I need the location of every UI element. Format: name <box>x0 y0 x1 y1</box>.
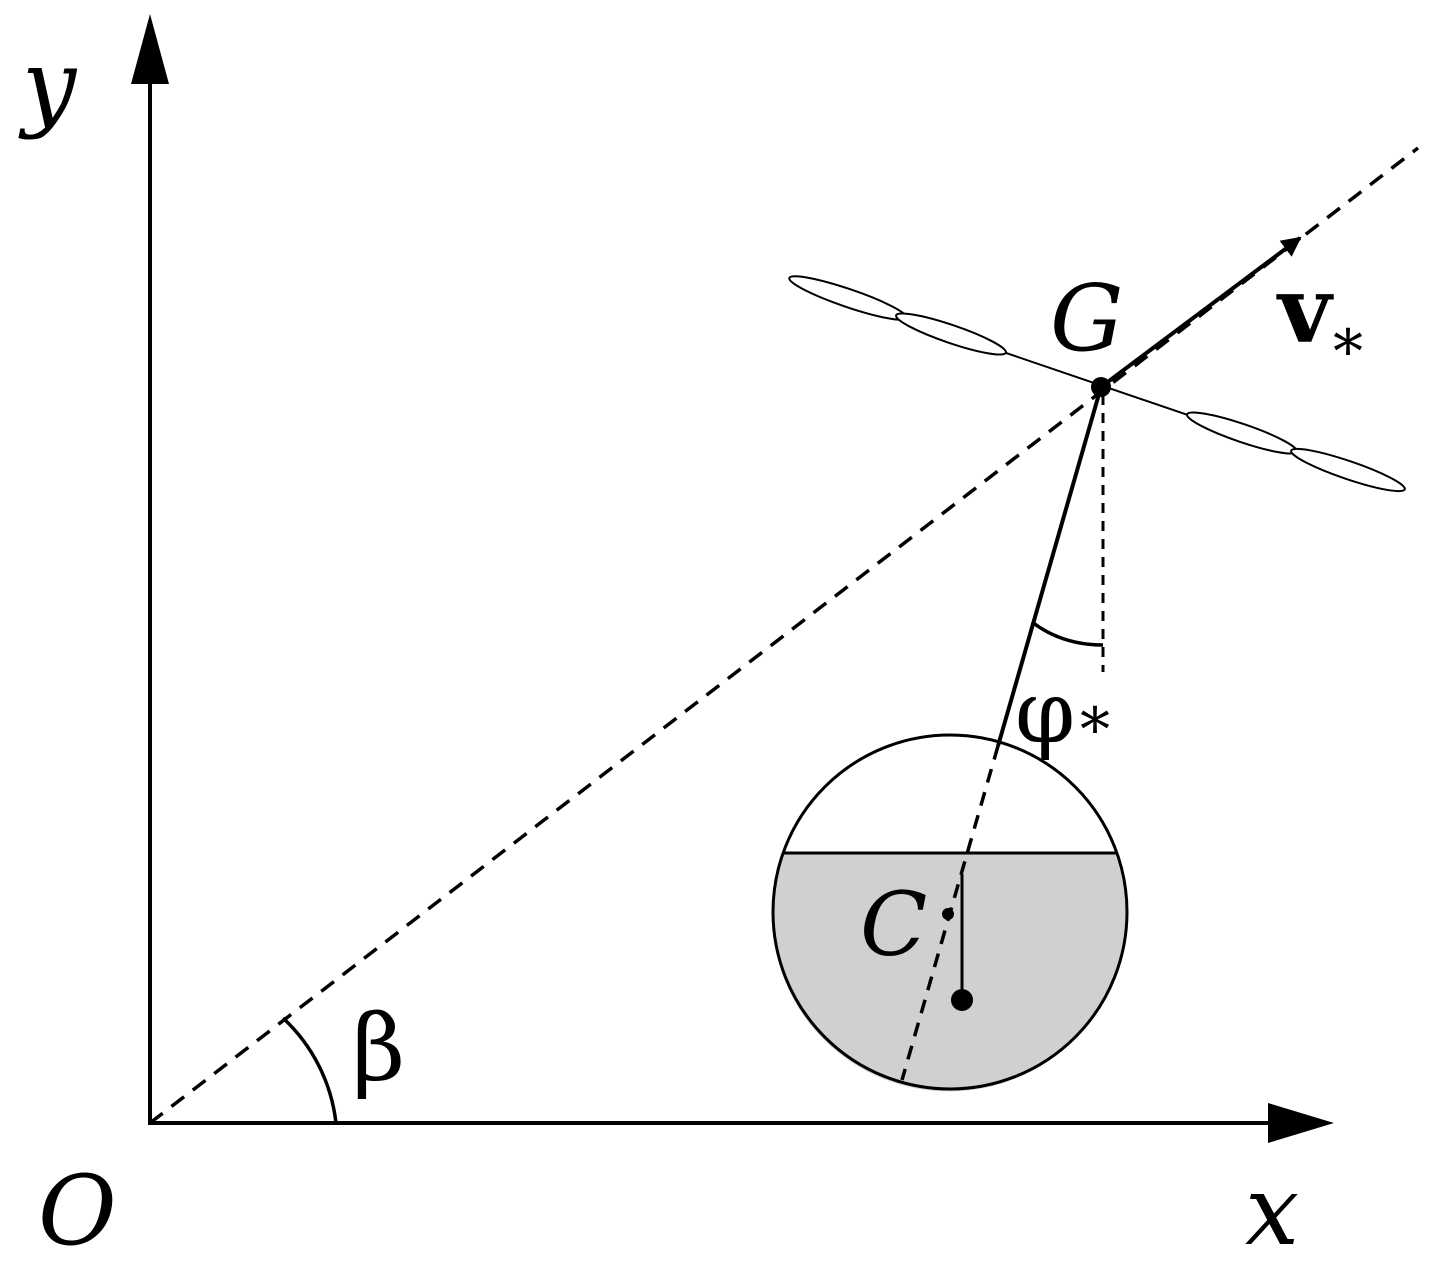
velocity-subscript: * <box>1333 317 1363 387</box>
phi-label: φ <box>1015 663 1075 763</box>
beta-angle-arc <box>281 1016 338 1124</box>
x-axis <box>148 1103 1334 1143</box>
origin-label: O <box>38 1155 117 1267</box>
rotor-icon <box>788 275 1406 493</box>
sphere-tank <box>771 733 1129 1092</box>
liquid-fill <box>772 853 1126 1092</box>
point-C-dot <box>942 908 954 920</box>
trajectory-line <box>148 146 1420 1125</box>
y-axis-label: y <box>18 29 78 141</box>
point-C-label: C <box>860 873 927 976</box>
x-axis-label: x <box>1245 1155 1299 1267</box>
velocity-vector <box>1099 236 1302 389</box>
beta-label: β <box>352 995 405 1102</box>
pendulum-rod <box>996 386 1103 747</box>
liquid-mass-dot <box>951 989 973 1011</box>
phi-subscript: * <box>1080 695 1110 765</box>
velocity-label: v <box>1276 256 1334 364</box>
phi-angle-arc <box>1030 620 1104 647</box>
point-G-label: G <box>1050 265 1124 372</box>
y-axis <box>131 14 169 1123</box>
